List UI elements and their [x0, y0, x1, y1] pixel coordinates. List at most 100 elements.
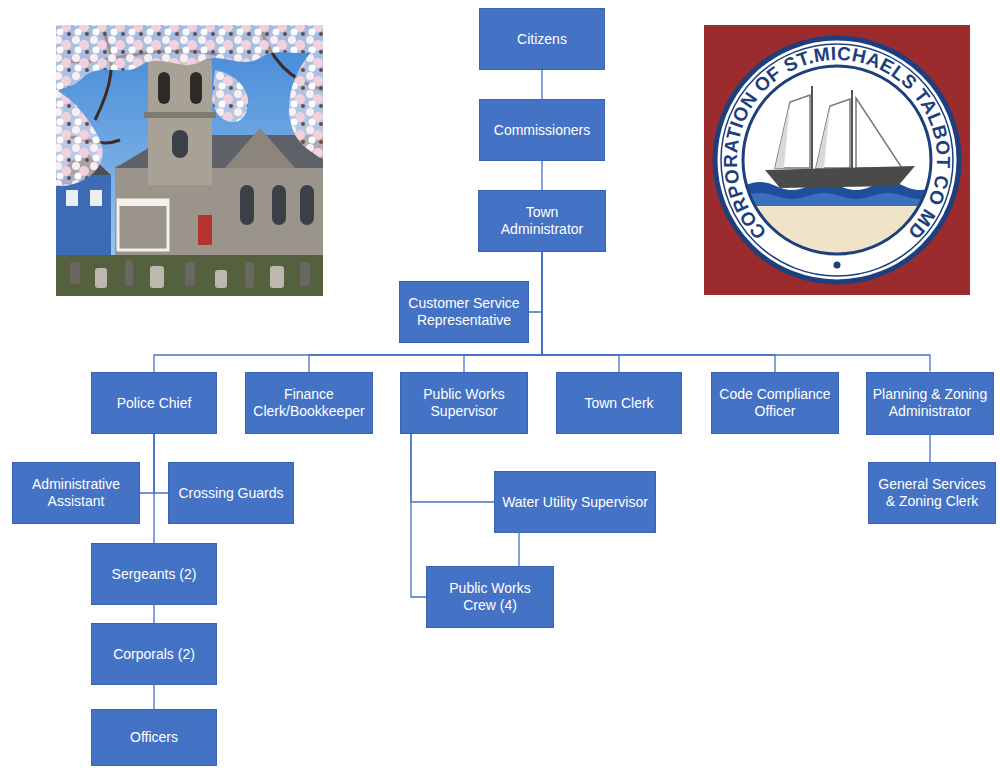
org-box: Town Administrator	[478, 190, 606, 252]
org-box: Public Works Crew (4)	[426, 566, 554, 628]
seal-ground	[704, 25, 970, 295]
org-connector	[154, 434, 168, 493]
hull	[765, 166, 915, 188]
box-label: Officers	[130, 729, 178, 746]
church-wall	[115, 165, 323, 265]
seal-text: CORPORATION OF ST.MICHAELS TALBOT CO MD	[720, 43, 954, 244]
churchyard	[56, 255, 323, 296]
box-label: Finance Clerk/Bookkeeper	[251, 386, 367, 420]
org-box: Administrative Assistant	[12, 462, 140, 524]
box-label: Commissioners	[494, 122, 590, 139]
org-connector	[541, 161, 542, 190]
box-label: Planning & Zoning Administrator	[872, 386, 988, 420]
box-label: Town Administrator	[484, 204, 600, 238]
org-box: Corporals (2)	[91, 623, 217, 685]
blossoms	[289, 40, 323, 160]
gravestone	[245, 262, 254, 288]
church-photo	[56, 25, 323, 296]
org-connector	[153, 685, 154, 709]
church-gable	[225, 128, 295, 168]
mast	[851, 90, 853, 170]
tower-window	[172, 130, 188, 158]
sail	[775, 95, 810, 168]
box-label: Corporals (2)	[113, 646, 195, 663]
seal-ring	[715, 38, 959, 282]
box-label: Public Works Supervisor	[406, 386, 522, 420]
water	[744, 193, 936, 206]
tower-cornice	[144, 112, 216, 118]
porch-roof	[118, 200, 168, 206]
box-label: Public Works Crew (4)	[432, 580, 548, 614]
org-box: Customer Service Representative	[399, 281, 529, 343]
org-connector	[541, 70, 542, 99]
org-box: Planning & Zoning Administrator	[866, 372, 994, 435]
church-tower	[148, 60, 212, 185]
seal-dot	[834, 262, 841, 269]
sky	[56, 25, 323, 296]
org-connector	[411, 434, 426, 597]
org-box: Town Clerk	[556, 372, 682, 434]
box-label: Citizens	[517, 31, 567, 48]
white-porch	[118, 200, 168, 250]
sail-shade	[816, 106, 830, 168]
gravestone	[215, 270, 227, 288]
org-box: Public Works Supervisor	[400, 372, 528, 434]
gravestone	[95, 268, 107, 288]
org-box: Code Compliance Officer	[711, 372, 839, 434]
org-connector	[140, 434, 154, 493]
org-box: Finance Clerk/Bookkeeper	[245, 372, 373, 434]
house-window	[90, 190, 102, 206]
org-box: Sergeants (2)	[91, 543, 217, 605]
org-box: Water Utility Supervisor	[494, 471, 656, 533]
box-label: Code Compliance Officer	[717, 386, 833, 420]
blossoms	[56, 90, 103, 186]
church-window	[272, 185, 286, 225]
box-label: General Services & Zoning Clerk	[874, 476, 990, 510]
blossoms	[212, 70, 248, 122]
church-window	[240, 185, 254, 225]
schooner-scene	[744, 86, 936, 265]
belfry-opening	[158, 72, 170, 104]
org-connector	[153, 434, 154, 543]
org-connector	[529, 252, 542, 312]
org-connector	[542, 252, 930, 372]
seal-inner-ring	[743, 66, 931, 254]
gravestone	[270, 266, 284, 288]
box-label: Water Utility Supervisor	[502, 494, 648, 511]
red-door	[198, 215, 212, 245]
box-label: Town Clerk	[584, 395, 653, 412]
box-label: Sergeants (2)	[112, 566, 197, 583]
org-box: Commissioners	[479, 99, 605, 161]
house-window	[66, 190, 78, 206]
branches	[56, 25, 323, 143]
org-connector	[542, 252, 775, 372]
org-connector	[518, 533, 519, 566]
box-label: Administrative Assistant	[18, 476, 134, 510]
org-box: Officers	[91, 709, 217, 766]
gravestone	[70, 262, 80, 284]
gravestone	[125, 260, 133, 286]
gravestone	[150, 266, 164, 288]
org-connector	[153, 605, 154, 623]
belfry-opening	[190, 72, 202, 104]
org-connector	[411, 434, 494, 502]
sand	[744, 205, 930, 265]
box-label: Customer Service Representative	[405, 295, 523, 329]
seal-text: CORPORATION OF ST.MICHAELS TALBOT CO MD	[720, 43, 954, 244]
org-box: Citizens	[479, 8, 605, 70]
sail	[816, 99, 850, 168]
org-connector	[542, 252, 619, 372]
org-connector	[154, 252, 542, 372]
church-roof	[115, 135, 323, 168]
jib	[856, 98, 902, 168]
org-connector	[929, 435, 930, 463]
org-box: Police Chief	[91, 372, 217, 434]
church-window	[300, 185, 314, 225]
gravestone	[300, 262, 310, 286]
box-label: Police Chief	[117, 395, 192, 412]
gravestone	[185, 262, 195, 286]
org-box: General Services & Zoning Clerk	[868, 462, 996, 524]
sail-shade	[775, 102, 790, 168]
mast	[811, 86, 813, 172]
